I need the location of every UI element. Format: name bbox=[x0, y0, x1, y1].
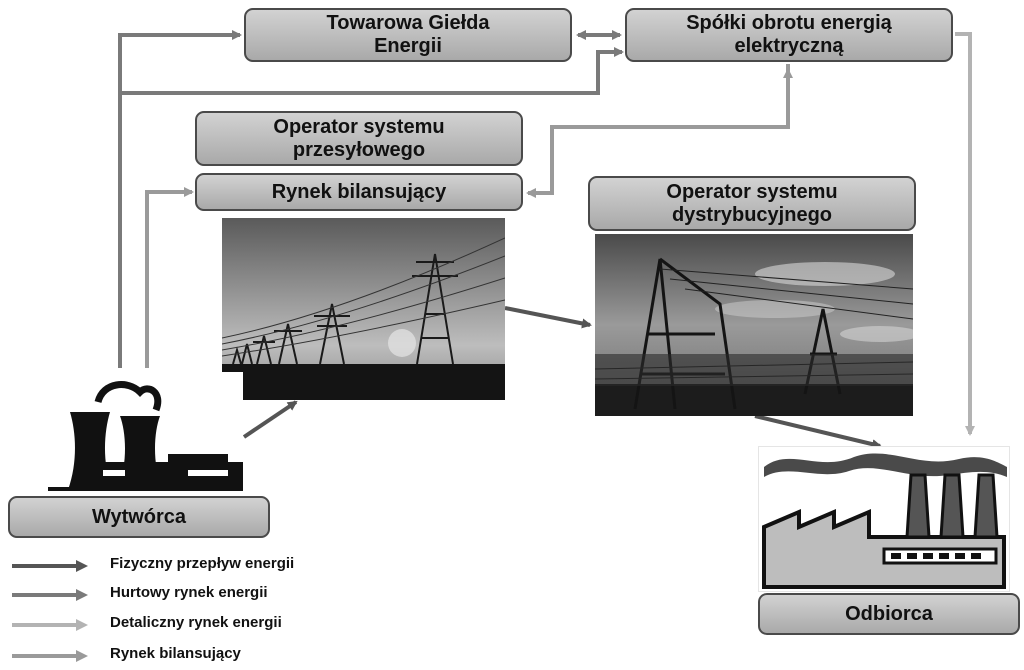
arrow-producer-exchange bbox=[118, 30, 242, 368]
arrow-producer-transmission bbox=[242, 400, 298, 439]
tso-label: Operator systemu przesyłowego bbox=[273, 115, 445, 161]
legend-label-wholesale: Hurtowy rynek energii bbox=[110, 584, 268, 601]
balancing-market-label: Rynek bilansujący bbox=[271, 180, 447, 203]
arrow-distribution-consumer bbox=[754, 414, 882, 449]
legend-item-balancing: Rynek bilansujący bbox=[10, 645, 430, 667]
substation-photo bbox=[595, 234, 913, 416]
legend-label-physical: Fizyczny przepływ energii bbox=[110, 555, 295, 572]
dso-box: Operator systemu dystrybucyjnego bbox=[588, 176, 916, 231]
legend-arrow-physical bbox=[12, 560, 88, 572]
producer-label: Wytwórca bbox=[91, 505, 187, 528]
legend-item-retail: Detaliczny rynek energii bbox=[10, 614, 430, 636]
legend-item-wholesale: Hurtowy rynek energii bbox=[10, 584, 430, 606]
exchange-box: Towarowa Giełda Energii bbox=[244, 8, 572, 62]
factory-icon bbox=[758, 446, 1010, 592]
legend-arrow-retail bbox=[12, 619, 88, 631]
trading-companies-label: Spółki obrotu energią elektryczną bbox=[686, 12, 892, 57]
legend-label-retail: Detaliczny rynek energii bbox=[110, 614, 282, 631]
dso-label: Operator systemu dystrybucyjnego bbox=[666, 180, 838, 226]
legend-arrow-wholesale bbox=[12, 589, 88, 601]
producer-box: Wytwórca bbox=[8, 496, 270, 538]
trading-companies-box: Spółki obrotu energią elektryczną bbox=[625, 8, 953, 62]
arrow-producer-trading bbox=[120, 47, 624, 95]
transmission-lines-photo bbox=[222, 218, 505, 400]
legend-label-balancing: Rynek bilansujący bbox=[110, 645, 241, 662]
consumer-label: Odbiorca bbox=[845, 602, 933, 625]
balancing-market-box: Rynek bilansujący bbox=[195, 173, 523, 211]
arrow-transmission-distribution bbox=[504, 306, 592, 329]
consumer-box: Odbiorca bbox=[758, 593, 1020, 635]
arrow-producer-balancing bbox=[145, 187, 194, 368]
legend-item-physical: Fizyczny przepływ energii bbox=[10, 555, 430, 577]
arrow-trading-balancing bbox=[526, 64, 790, 198]
tso-box: Operator systemu przesyłowego bbox=[195, 111, 523, 166]
power-plant-icon bbox=[48, 372, 243, 494]
arrow-trading-consumer bbox=[955, 32, 975, 436]
exchange-label: Towarowa Giełda Energii bbox=[326, 12, 490, 57]
legend-arrow-balancing bbox=[12, 650, 88, 662]
